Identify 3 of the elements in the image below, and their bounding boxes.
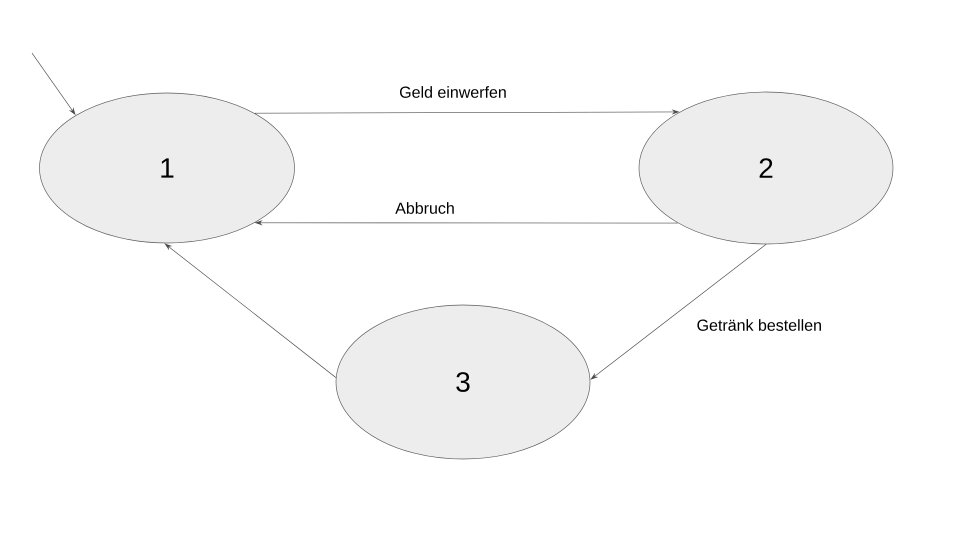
edge-label: Abbruch xyxy=(394,200,456,216)
edge-label: Geld einwerfen xyxy=(398,84,508,100)
edge-label: Getränk bestellen xyxy=(695,318,824,332)
